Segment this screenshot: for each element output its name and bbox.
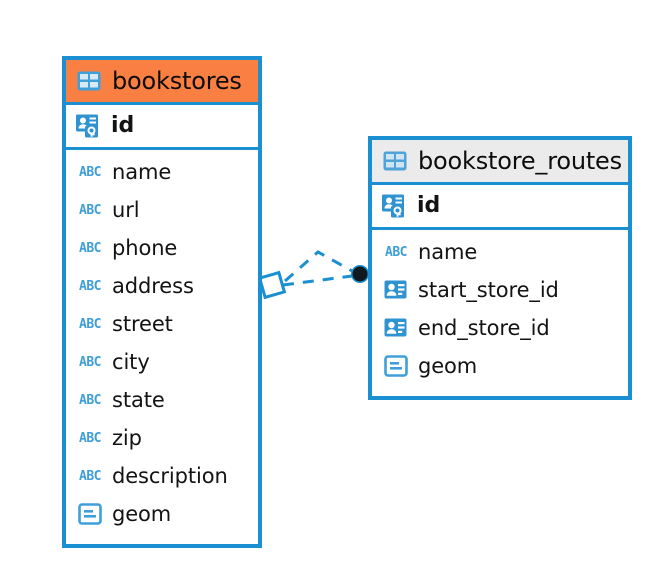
filled-circle-marker xyxy=(351,265,369,283)
field-row[interactable]: ABC description xyxy=(66,457,258,495)
text-field-icon: ABC xyxy=(79,392,101,408)
field-row[interactable]: ABC name xyxy=(372,233,628,271)
text-field-icon: ABC xyxy=(79,202,101,218)
field-label: street xyxy=(112,311,173,336)
entity-header-bookstore-routes[interactable]: bookstore_routes xyxy=(372,140,628,185)
field-list-bookstores: ABC name ABC url ABC phone ABC xyxy=(66,150,258,537)
field-row[interactable]: ABC city xyxy=(66,343,258,381)
primary-key-icon xyxy=(381,192,409,220)
foreign-key-icon xyxy=(382,314,410,342)
field-label: state xyxy=(112,387,165,412)
text-field-icon: ABC xyxy=(79,354,101,370)
primary-key-label: id xyxy=(111,113,135,138)
diamond-marker xyxy=(257,270,287,300)
geometry-field-icon xyxy=(76,500,104,528)
field-label: geom xyxy=(418,353,478,378)
relationship-line-straight xyxy=(282,274,353,287)
field-row[interactable]: geom xyxy=(66,495,258,533)
entity-header-bookstores[interactable]: bookstores xyxy=(66,60,258,105)
field-row[interactable]: ABC address xyxy=(66,267,258,305)
field-list-bookstore-routes: ABC name start_store_id xyxy=(372,230,628,389)
field-row[interactable]: ABC name xyxy=(66,153,258,191)
text-field-icon: ABC xyxy=(79,240,101,256)
primary-key-label: id xyxy=(417,193,441,218)
entity-bookstore-routes[interactable]: bookstore_routes id xyxy=(368,136,632,400)
field-label: start_store_id xyxy=(418,277,559,302)
field-row[interactable]: ABC zip xyxy=(66,419,258,457)
field-label: url xyxy=(112,197,140,222)
primary-key-row[interactable]: id xyxy=(66,105,258,150)
geometry-field-icon xyxy=(382,352,410,380)
field-label: geom xyxy=(112,501,172,526)
foreign-key-icon xyxy=(382,276,410,304)
text-field-icon: ABC xyxy=(79,468,101,484)
table-icon xyxy=(75,67,103,95)
field-row[interactable]: ABC street xyxy=(66,305,258,343)
field-row[interactable]: geom xyxy=(372,347,628,385)
field-label: phone xyxy=(112,235,178,260)
field-label: address xyxy=(112,273,194,298)
primary-key-icon xyxy=(75,112,103,140)
text-field-icon: ABC xyxy=(79,430,101,446)
text-field-icon: ABC xyxy=(79,316,101,332)
field-label: description xyxy=(112,463,228,488)
entity-title: bookstores xyxy=(112,67,242,95)
field-row[interactable]: ABC state xyxy=(66,381,258,419)
text-field-icon: ABC xyxy=(79,164,101,180)
field-row[interactable]: start_store_id xyxy=(372,271,628,309)
entity-bookstores[interactable]: bookstores id xyxy=(62,56,262,548)
field-row[interactable]: end_store_id xyxy=(372,309,628,347)
field-label: end_store_id xyxy=(418,315,550,340)
text-field-icon: ABC xyxy=(385,244,407,260)
primary-key-row[interactable]: id xyxy=(372,185,628,230)
table-icon xyxy=(381,147,409,175)
field-label: name xyxy=(418,239,478,264)
text-field-icon: ABC xyxy=(79,278,101,294)
field-label: name xyxy=(112,159,172,184)
relationship-line-arc xyxy=(284,250,355,283)
entity-title: bookstore_routes xyxy=(418,147,622,175)
field-label: city xyxy=(112,349,150,374)
field-row[interactable]: ABC url xyxy=(66,191,258,229)
field-row[interactable]: ABC phone xyxy=(66,229,258,267)
field-label: zip xyxy=(112,425,142,450)
